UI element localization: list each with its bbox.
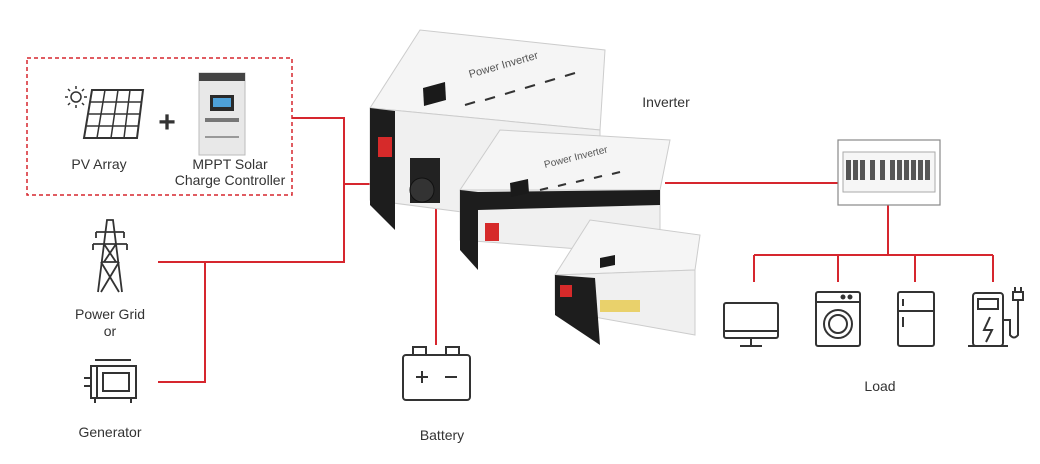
load-label: Load <box>864 378 896 394</box>
pv-group-box <box>26 57 293 196</box>
or-label: or <box>103 323 117 339</box>
inverter-small <box>554 219 701 345</box>
ev-charger-icon <box>968 287 1024 347</box>
mppt-label-line1: MPPT Solar <box>192 156 268 172</box>
mppt-label-line2: Charge Controller <box>174 172 286 188</box>
wiring <box>158 117 994 383</box>
power-grid-label: Power Grid <box>74 306 146 322</box>
solar-panel-icon <box>65 86 145 139</box>
plus-sign: + <box>158 106 176 139</box>
generator-icon <box>84 359 137 403</box>
charge-controller-icon <box>198 72 246 156</box>
battery-icon <box>402 346 471 401</box>
generator-label: Generator <box>78 424 142 440</box>
power-tower-icon <box>92 219 128 293</box>
breaker-panel-icon <box>837 139 941 206</box>
inverter-label: Inverter <box>642 94 690 110</box>
refrigerator-icon <box>897 291 935 347</box>
pv-array-label: PV Array <box>71 156 127 172</box>
washing-machine-icon <box>815 291 861 347</box>
monitor-icon <box>723 302 779 347</box>
battery-label: Battery <box>419 427 465 443</box>
